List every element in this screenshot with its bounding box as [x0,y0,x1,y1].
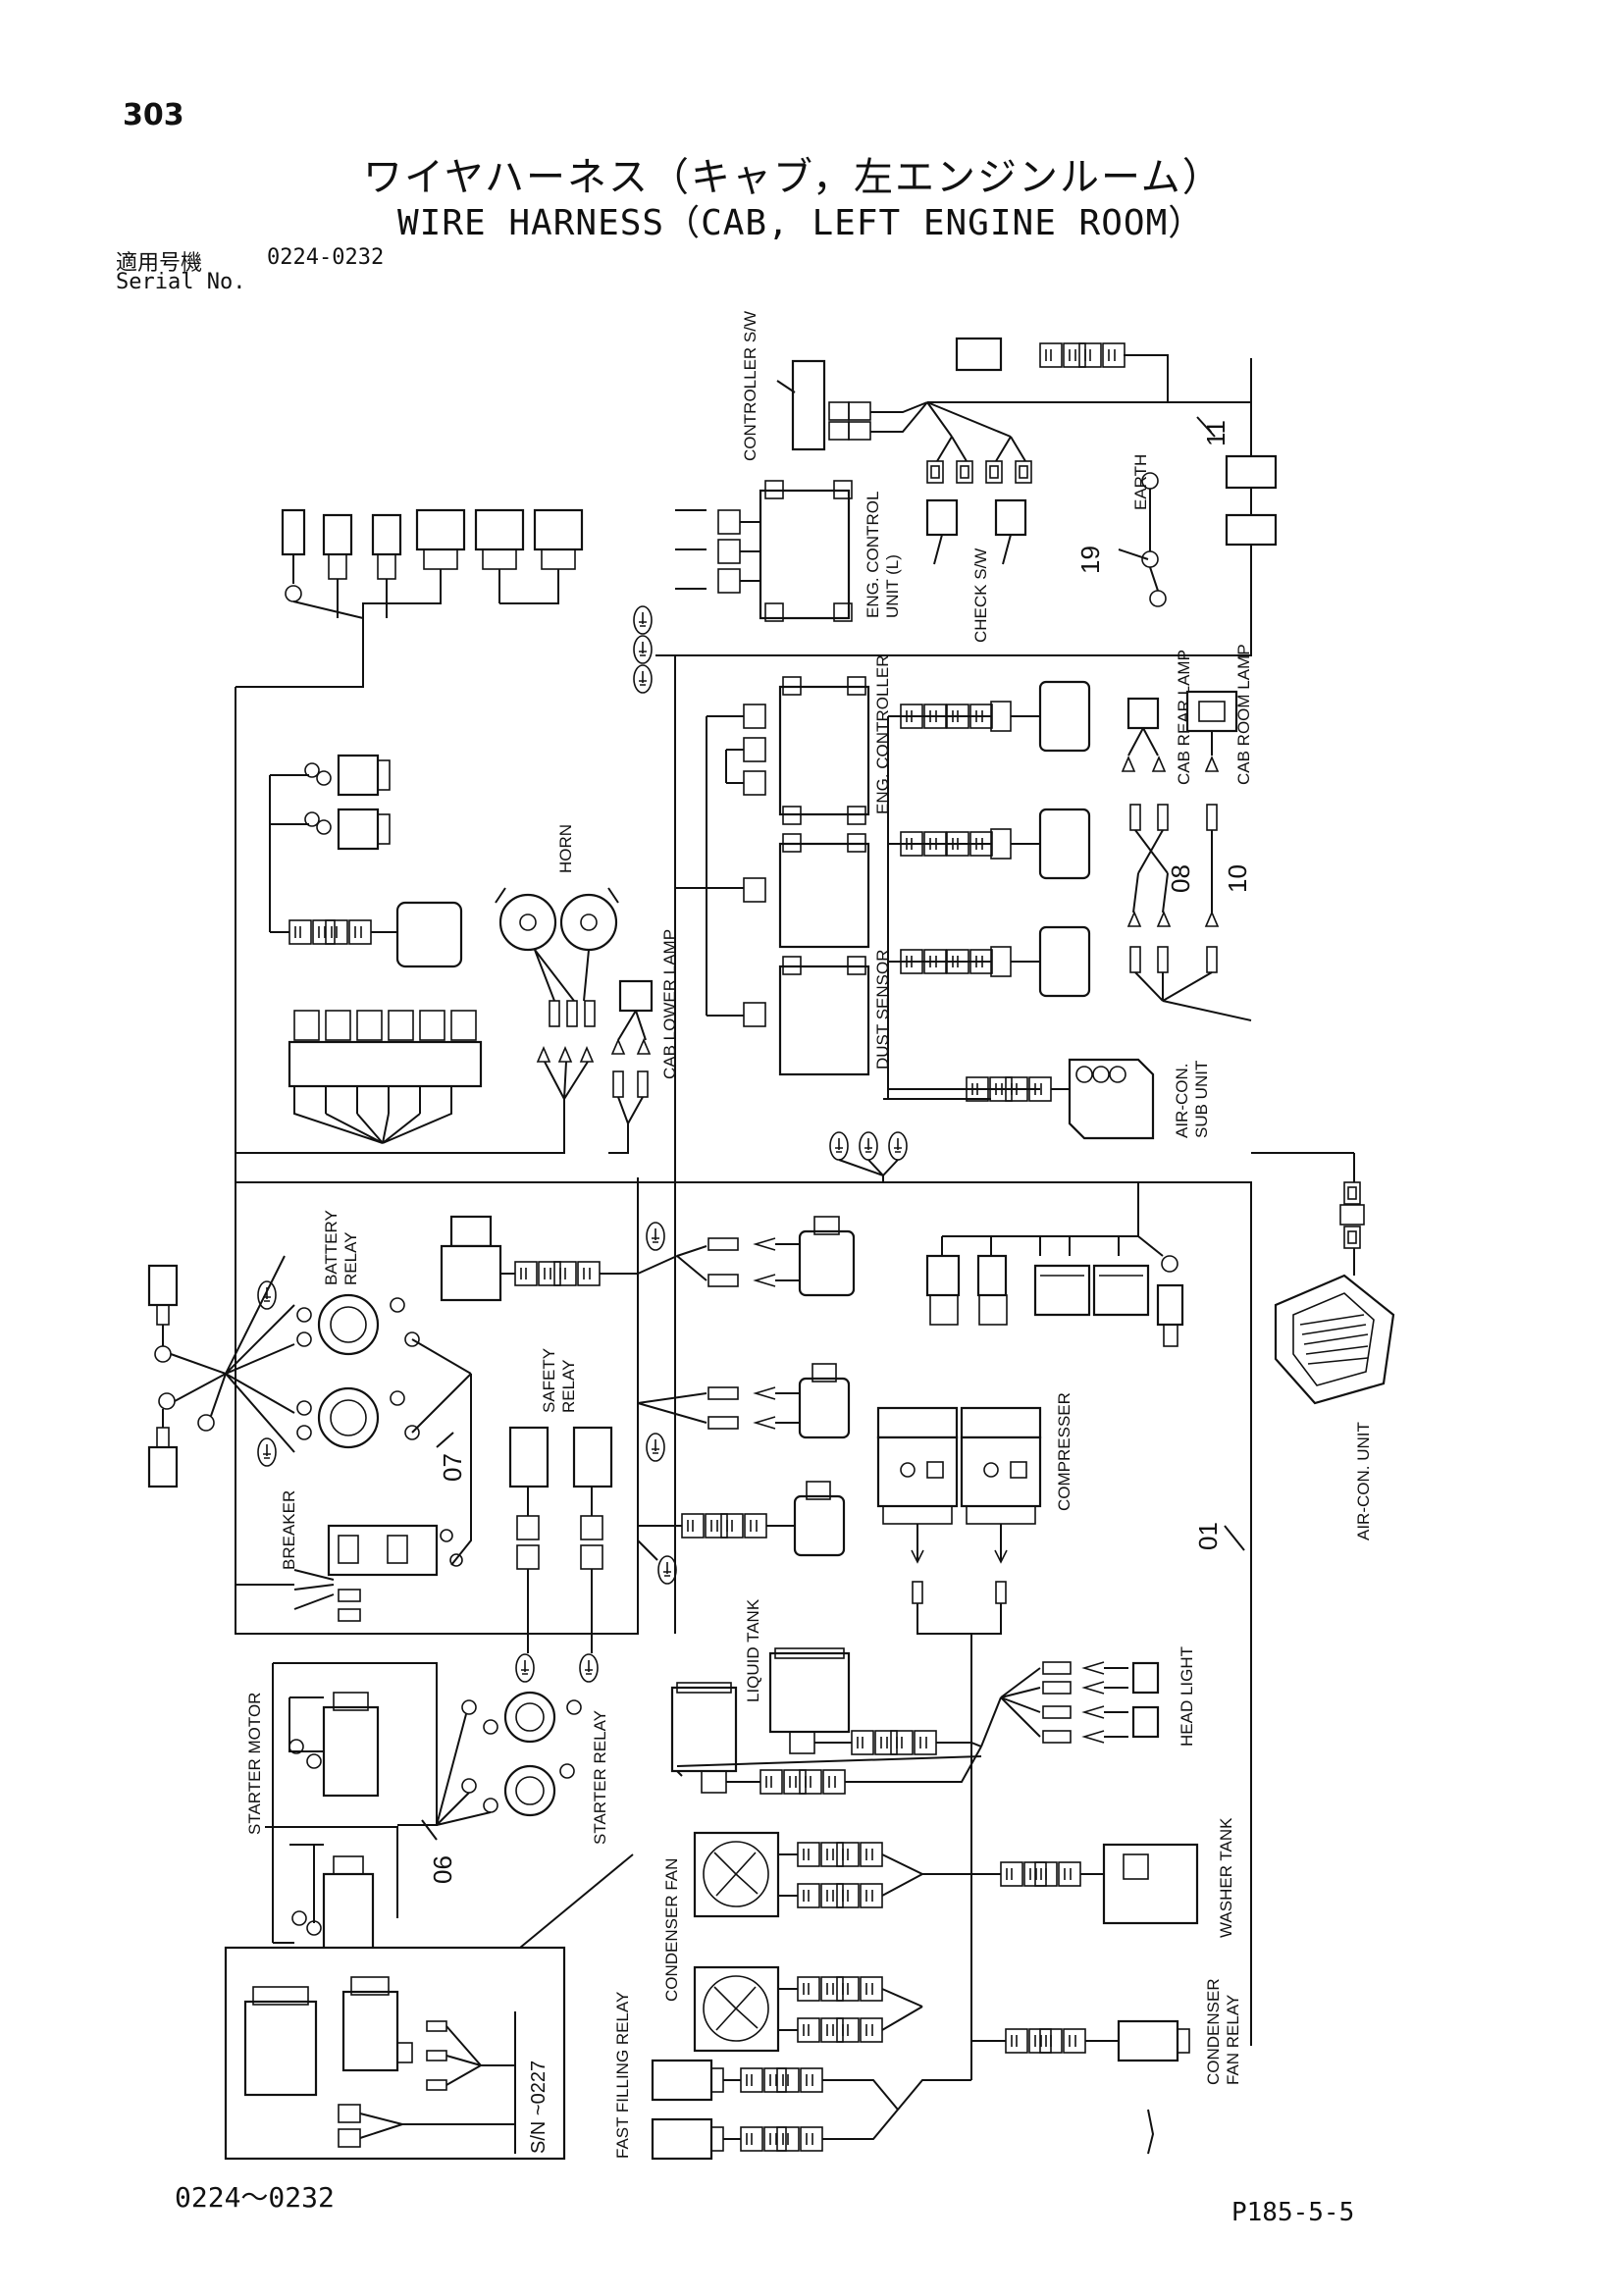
harness-number-10: 10 [1223,864,1252,893]
harness-number-19: 19 [1075,546,1105,574]
eng-controller-label: ENG. CONTROLLER [873,655,892,814]
compresser: COMPRESSER [876,1392,1073,1635]
horn: HORN [236,824,619,1154]
starter-motor-label: STARTER MOTOR [245,1693,264,1835]
serial-range: 0224-0232 [267,245,385,270]
safety-relays: SAFETY RELAY [508,1348,613,1683]
compresser-label: COMPRESSER [1055,1392,1073,1511]
page-title-english: WIRE HARNESS（CAB, LEFT ENGINE ROOM） [397,203,1205,243]
upper-left-switches [269,754,463,968]
battery-relay-label-1: BATTERY [322,1210,340,1285]
dust-sensor-label: DUST SENSOR [873,950,892,1070]
starter-relay-label: STARTER RELAY [591,1710,609,1845]
left-ground-connectors [147,1255,295,1488]
top-connector-group [955,337,1169,402]
horn-label: HORN [556,824,575,873]
liquid-tank-label: LIQUID TANK [744,1598,762,1702]
earth-label: EARTH [1131,454,1150,510]
serial-label-english: Serial No. [116,270,246,294]
breaker-label: BREAKER [280,1490,298,1570]
controller-switch-label: CONTROLLER S/W [741,311,759,461]
harness-number-01: 01 [1193,1522,1223,1550]
harness-01-marker: 01 [1193,1522,1245,1551]
dust-sensor: DUST SENSOR [707,950,892,1076]
check-switch: CHECK S/W [925,436,1032,643]
condenser-fans: CONDENSER FAN [662,1634,1001,2080]
eng-control-unit-l-label: UNIT (L) [883,554,902,618]
liquid-tank: LIQUID TANK [670,1598,982,1795]
lower-relay-connectors [637,1481,846,1585]
battery-relay-label-2: RELAY [341,1232,360,1286]
condenser-fan-relay-label-2: FAN RELAY [1224,1995,1242,2085]
harness-number-08: 08 [1166,864,1195,893]
fast-filling-relay-label: FAST FILLING RELAY [613,1992,632,2159]
battery-relays: BATTERY RELAY 07 [257,1210,472,1566]
cab-room-lamp: CAB ROOM LAMP 08 10 [1134,644,1253,1021]
air-con-sub-unit-label-2: SUB UNIT [1192,1061,1211,1138]
upper-left-connectors [281,508,584,619]
head-light-label: HEAD LIGHT [1178,1646,1196,1747]
condenser-fan-relay-label-1: CONDENSER [1204,1978,1223,2085]
middle-relay-connectors [637,1363,851,1462]
condenser-fan-relay: CONDENSER FAN RELAY [971,1978,1242,2085]
air-con-unit-label: AIR-CON. UNIT [1354,1422,1373,1540]
air-con-sub-unit-label-1: AIR-CON. [1173,1064,1191,1139]
controller-switch: CONTROLLER S/W [741,311,1251,461]
cab-lower-lamp-label: CAB LOWER LAMP [660,929,679,1079]
page-number: 303 [123,98,184,132]
starter-assembly: STARTER MOTOR 06 STARTER RELAY [245,1662,609,1955]
breaker: BREAKER [236,1490,463,1622]
washer-tank: WASHER TANK [1000,1817,1235,1938]
eng-sensor-connectors [900,680,1091,998]
air-con-unit: AIR-CON. UNIT [1274,1153,1395,1540]
harness-number-11: 11 [1201,420,1230,446]
sn-inset: S/N ~0227 [224,1853,634,2161]
fuse-box [288,1010,483,1144]
washer-tank-label: WASHER TANK [1217,1817,1235,1938]
eng-controller-lower-module [675,833,870,949]
footer-page-code: P185-5-5 [1231,2198,1355,2227]
head-light: HEAD LIGHT [980,1646,1196,1748]
harness-number-07: 07 [438,1453,467,1482]
sn-note-label: S/N ~0227 [528,2061,550,2154]
cab-rear-lamp: CAB REAR LAMP [1122,650,1193,973]
air-con-sub-unit: AIR-CON. SUB UNIT [888,1058,1211,1140]
ground-symbols-upper [633,605,653,694]
serial-label-japanese: 適用号機 [116,251,203,276]
cab-lower-lamp: CAB LOWER LAMP [608,929,679,1154]
safety-relay-label-2: RELAY [559,1360,578,1414]
ground-symbols-middle [829,1131,908,1176]
condenser-fan-label: CONDENSER FAN [662,1858,681,2002]
right-middle-connectors [925,1235,1184,1347]
safety-relay-label-1: SAFETY [540,1348,558,1413]
upper-relay-connectors [440,1215,856,1302]
check-switch-label: CHECK S/W [971,548,990,643]
eng-control-unit-l: ENG. CONTROL UNIT (L) [717,480,902,622]
page-title-japanese: ワイヤハーネス（キャブ，左エンジンルーム） [363,155,1224,200]
eng-controller: ENG. CONTROLLER [706,655,892,1016]
eng-control-unit-label: ENG. CONTROL [864,492,882,618]
earth-connection: EARTH 19 [1075,454,1167,607]
cab-room-lamp-label: CAB ROOM LAMP [1234,644,1253,785]
cab-rear-lamp-label: CAB REAR LAMP [1175,650,1193,785]
top-right-lamp: 11 [1196,402,1278,547]
footer-serial-range: 0224～0232 [175,2181,335,2214]
fast-filling-relay: FAST FILLING RELAY [613,1992,971,2161]
right-bottom-wire [1147,2109,1155,2155]
harness-number-06: 06 [428,1855,457,1884]
